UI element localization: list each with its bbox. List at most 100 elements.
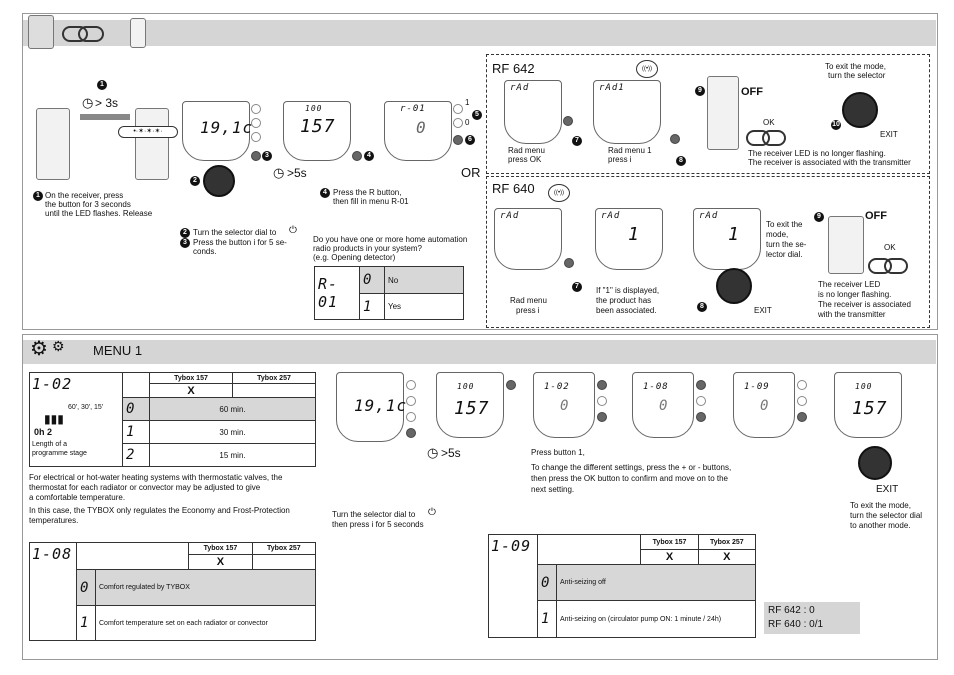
- side-button[interactable]: [406, 396, 416, 406]
- seq-screen-2: [533, 372, 595, 438]
- rf642-exit-line2: turn the selector: [828, 71, 886, 80]
- i-button[interactable]: [564, 258, 574, 268]
- t109-row-0: Anti-seizing off: [556, 564, 756, 601]
- menu1-exit-label: EXIT: [876, 484, 899, 495]
- clock-icon: ◷: [273, 165, 285, 180]
- rf640-exit-line3: turn the se-: [766, 240, 807, 249]
- side-button[interactable]: [406, 380, 416, 390]
- plus-button[interactable]: [696, 380, 706, 390]
- ok-button[interactable]: [453, 135, 463, 145]
- step4-text-line1: Press the R button,: [333, 188, 402, 197]
- exit-selector-dial[interactable]: [858, 446, 892, 480]
- press-text-line2: To change the different settings, press …: [531, 463, 732, 472]
- t108-row-0: Comfort regulated by TYBOX: [95, 569, 316, 606]
- lcd-r01-value: 0: [416, 118, 427, 137]
- plus-button[interactable]: [453, 104, 463, 114]
- rf640-cap-a-line1: Rad menu: [510, 296, 547, 305]
- t102-digit-head: [122, 372, 150, 398]
- press-text-line4: next setting.: [531, 485, 575, 494]
- seq-screen-4: [733, 372, 795, 438]
- step3-text-line1: Press the button i for 5 se-: [193, 238, 287, 247]
- lcd-r01-code: r-01: [400, 104, 426, 114]
- rf640-cap-b-line2: the product has: [596, 296, 652, 305]
- t109-code-cell: 1-09: [488, 534, 538, 638]
- r01-label-yes: Yes: [384, 293, 464, 320]
- selector-dial[interactable]: [203, 165, 235, 197]
- t102-row-0: 60 min.: [149, 397, 316, 421]
- rf642-led-line2: The receiver is associated with the tran…: [748, 158, 911, 167]
- step-2-text-marker: 2: [180, 228, 190, 238]
- seq-screen-4-top: 1-09: [744, 382, 770, 392]
- side-button[interactable]: [251, 132, 261, 142]
- r-button[interactable]: [352, 151, 362, 161]
- rf642-cap-a-line2: press OK: [508, 155, 542, 164]
- seq-button-1[interactable]: [506, 380, 516, 390]
- rf640-lcd-c-text: rAd: [699, 211, 719, 221]
- table-1-08: 1-08 Tybox 157 Tybox 257 X 0 Comfort reg…: [29, 542, 317, 641]
- rf640-lcd-b-text: rAd: [601, 211, 621, 221]
- ok-button[interactable]: [797, 412, 807, 422]
- power-icon: ⏻: [428, 507, 436, 518]
- power-icon: ⏻: [289, 225, 297, 236]
- rf640-led-line4: with the transmitter: [818, 310, 886, 319]
- para-line3: a comfortable temperature.: [29, 493, 126, 502]
- i-button[interactable]: [670, 134, 680, 144]
- i-button[interactable]: [406, 428, 416, 438]
- t108-digit-0: 0: [80, 579, 90, 596]
- exit-text-line2: turn the selector dial: [850, 511, 923, 520]
- rf640-lcd-b-main: 1: [628, 224, 640, 245]
- step-2-marker: 2: [190, 176, 200, 186]
- side-button[interactable]: [406, 412, 416, 422]
- rf642-off-label: OFF: [741, 86, 763, 98]
- minus-button[interactable]: [797, 396, 807, 406]
- exit-selector-dial[interactable]: [716, 268, 752, 304]
- question-line3: (e.g. Opening detector): [313, 253, 396, 262]
- plus-button[interactable]: [597, 380, 607, 390]
- seq-screen-1: [436, 372, 504, 438]
- link-icon-2: [884, 258, 908, 274]
- step-4-text-marker: 4: [320, 188, 330, 198]
- t108-x-empty: [251, 554, 317, 570]
- seq-screen-4-main: 0: [760, 398, 770, 414]
- menu1-header-bar: [23, 340, 936, 364]
- t102-caption-line1: Length of a: [32, 441, 68, 448]
- step1-text-line1: On the receiver, press: [45, 191, 124, 200]
- minus-button[interactable]: [453, 118, 463, 128]
- minus-button[interactable]: [597, 396, 607, 406]
- ok-button[interactable]: [597, 412, 607, 422]
- side-button[interactable]: [251, 104, 261, 114]
- t102-x-mark: X: [149, 383, 233, 398]
- ok-button[interactable]: [696, 412, 706, 422]
- ok-button[interactable]: [563, 116, 573, 126]
- t102-digit-1-cell: 1: [122, 420, 150, 444]
- step-7-marker: 7: [572, 136, 582, 146]
- rf640-led-line1: The receiver LED: [818, 280, 881, 289]
- rf640-lcd-a-text: rAd: [500, 211, 520, 221]
- receiver-device-rf642: [707, 76, 739, 150]
- exit-selector-dial[interactable]: [842, 92, 878, 128]
- t108-x-mark: X: [188, 554, 253, 570]
- step-5-marker: 5: [472, 110, 482, 120]
- t108-digit-1-cell: 1: [76, 605, 96, 641]
- link-icon-2: [762, 130, 786, 146]
- r01-digit-0: 0: [363, 272, 373, 288]
- t108-row-1: Comfort temperature set on each radiator…: [95, 605, 316, 641]
- flash-indicator: •·✶·✶·✶·: [118, 126, 178, 138]
- time-5s: >5s: [287, 166, 307, 180]
- side-button[interactable]: [251, 118, 261, 128]
- para-line1: For electrical or hot-water heating syst…: [29, 473, 283, 482]
- plus-button[interactable]: [797, 380, 807, 390]
- exit-text-line1: To exit the mode,: [850, 501, 911, 510]
- step3-text-line2: conds.: [193, 247, 217, 256]
- gear-icon-small: ⚙: [52, 338, 65, 354]
- t102-col2: Tybox 257: [232, 372, 316, 384]
- side-button-pressed[interactable]: [251, 151, 261, 161]
- minus-button[interactable]: [696, 396, 706, 406]
- t109-digit-0: 0: [541, 574, 551, 591]
- rf640-exit-line4: lector dial.: [766, 250, 803, 259]
- seq-screen-5-main: 157: [852, 398, 888, 419]
- turn-text-line1: Turn the selector dial to: [332, 510, 416, 519]
- rf642-cap-b-line2: press i: [608, 155, 632, 164]
- r01-code: R-01: [318, 275, 339, 311]
- t102-digit-0-cell: 0: [122, 397, 150, 421]
